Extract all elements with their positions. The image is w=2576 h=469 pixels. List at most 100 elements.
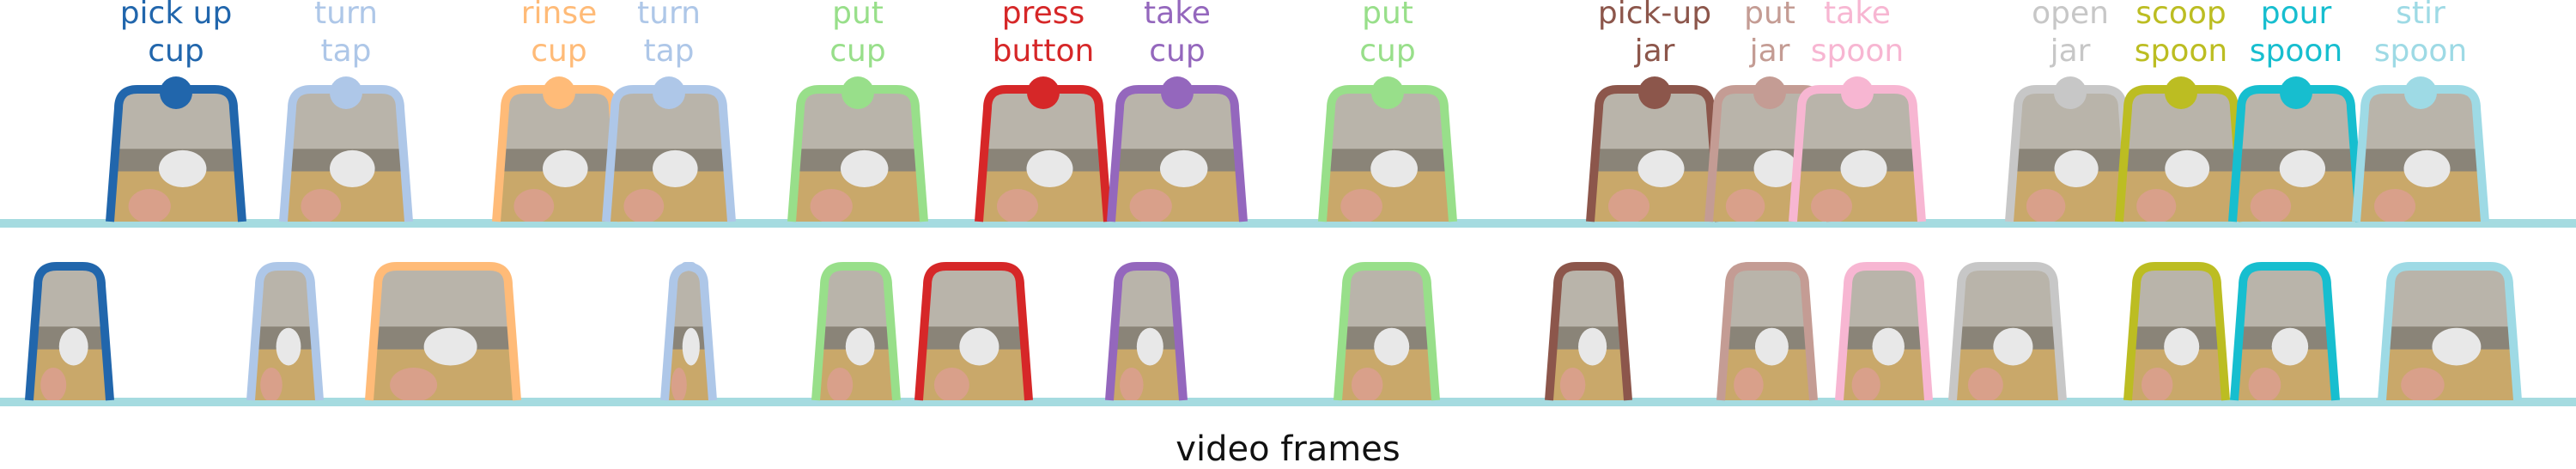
bottom-frame-13: [2230, 262, 2340, 401]
action-marker-6: [1161, 76, 1194, 109]
bottom-frame-photo-4: [816, 266, 896, 400]
bottom-frame-4: [811, 262, 901, 401]
action-label-line2-0: cup: [148, 34, 204, 69]
top-frame-photo-2: [496, 89, 622, 222]
top-frame-photo-11: [2009, 89, 2131, 222]
action-label-line2-4: cup: [829, 34, 886, 69]
bottom-segment-outline-9: [1716, 262, 1818, 401]
top-frame-0: [106, 85, 246, 222]
bottom-frame-5: [914, 262, 1033, 401]
action-marker-13: [2280, 76, 2312, 109]
action-label-line1-1: turn: [314, 0, 378, 31]
action-label-line2-6: cup: [1149, 34, 1206, 69]
bottom-segment-outline-6: [1105, 262, 1188, 401]
top-frame-10: [1789, 85, 1926, 222]
top-frame-photo-3: [606, 89, 732, 222]
action-marker-1: [330, 76, 362, 109]
action-marker-12: [2165, 76, 2197, 109]
action-marker-4: [841, 76, 874, 109]
top-frame-photo-8: [1590, 89, 1719, 222]
action-marker-2: [543, 76, 575, 109]
bottom-frame-0: [25, 262, 114, 401]
bottom-segment-outline-5: [914, 262, 1033, 401]
figure-caption: video frames: [1176, 429, 1400, 469]
top-frame-14: [2352, 85, 2489, 222]
top-frame-photo-6: [1111, 89, 1243, 222]
bottom-frame-2: [365, 262, 521, 401]
action-label-line1-4: put: [832, 0, 884, 31]
bottom-segment-outline-7: [1334, 262, 1440, 401]
action-label-line2-11: jar: [2050, 34, 2091, 69]
top-frame-6: [1107, 85, 1248, 222]
top-frame-5: [975, 85, 1112, 222]
bottom-frame-6: [1105, 262, 1188, 401]
action-label-line1-13: pour: [2260, 0, 2332, 31]
bottom-segment-outline-0: [25, 262, 114, 401]
action-marker-5: [1027, 76, 1060, 109]
action-label-line1-9: put: [1744, 0, 1795, 31]
action-label-line2-7: cup: [1359, 34, 1416, 69]
top-frame-photo-5: [979, 89, 1108, 222]
top-frame-photo-13: [2233, 89, 2360, 222]
action-label-line2-14: spoon: [2373, 34, 2468, 69]
action-label-line2-9: jar: [1749, 34, 1790, 69]
action-label-line2-13: spoon: [2249, 34, 2343, 69]
action-label-line2-1: tap: [320, 34, 372, 69]
bottom-frame-12: [2123, 262, 2230, 401]
action-label-line2-5: button: [992, 34, 1095, 69]
action-label-line1-7: put: [1362, 0, 1413, 31]
action-marker-8: [1638, 76, 1671, 109]
action-marker-11: [2054, 76, 2087, 109]
bottom-frame-photo-13: [2234, 266, 2336, 400]
action-marker-7: [1371, 76, 1404, 109]
bottom-segment-outline-10: [1835, 262, 1933, 401]
action-label-line1-8: pick-up: [1597, 0, 1712, 31]
bottom-frame-photo-9: [1721, 266, 1814, 400]
top-frame-2: [492, 85, 626, 222]
bottom-segment-outline-4: [811, 262, 901, 401]
bottom-frame-photo-2: [369, 266, 517, 400]
bottom-segment-outline-2: [365, 262, 521, 401]
bottom-frame-photo-7: [1338, 266, 1436, 400]
top-frame-7: [1318, 85, 1457, 222]
bottom-frame-9: [1716, 262, 1818, 401]
bottom-frame-photo-5: [919, 266, 1029, 400]
top-frame-11: [2005, 85, 2136, 222]
action-label-line1-11: open: [2032, 0, 2109, 31]
action-label-line1-0: pick up: [119, 0, 233, 31]
action-label-line2-12: spoon: [2134, 34, 2228, 69]
bottom-frame-10: [1835, 262, 1933, 401]
top-frame-photo-4: [792, 89, 924, 222]
action-marker-3: [653, 76, 685, 109]
action-marker-0: [160, 76, 192, 109]
top-frame-1: [279, 85, 413, 222]
top-frame-photo-0: [110, 89, 242, 222]
action-marker-9: [1753, 76, 1786, 109]
bottom-frame-photo-0: [29, 266, 110, 400]
action-marker-14: [2404, 76, 2437, 109]
top-frame-photo-12: [2119, 89, 2243, 222]
action-marker-10: [1841, 76, 1874, 109]
action-label-line1-2: rinse: [520, 0, 598, 31]
top-frame-photo-1: [283, 89, 409, 222]
top-frame-3: [602, 85, 736, 222]
action-label-line2-2: cup: [531, 34, 587, 69]
bottom-frame-7: [1334, 262, 1440, 401]
bottom-frame-photo-12: [2128, 266, 2226, 400]
action-label-line1-3: turn: [637, 0, 701, 31]
bottom-segment-outline-11: [1948, 262, 2067, 401]
action-label-line1-10: take: [1824, 0, 1891, 31]
bottom-frame-11: [1948, 262, 2067, 401]
top-frame-8: [1586, 85, 1723, 222]
top-frame-photo-7: [1322, 89, 1453, 222]
action-label-line2-8: jar: [1634, 34, 1675, 69]
action-label-line1-12: scoop: [2136, 0, 2227, 31]
bottom-segment-outline-8: [1545, 262, 1632, 401]
action-label-line2-10: spoon: [1810, 34, 1905, 69]
top-frame-12: [2115, 85, 2247, 222]
bottom-frame-photo-11: [1953, 266, 2063, 400]
bottom-segment-outline-3: [660, 262, 717, 401]
top-frame-photo-10: [1793, 89, 1922, 222]
